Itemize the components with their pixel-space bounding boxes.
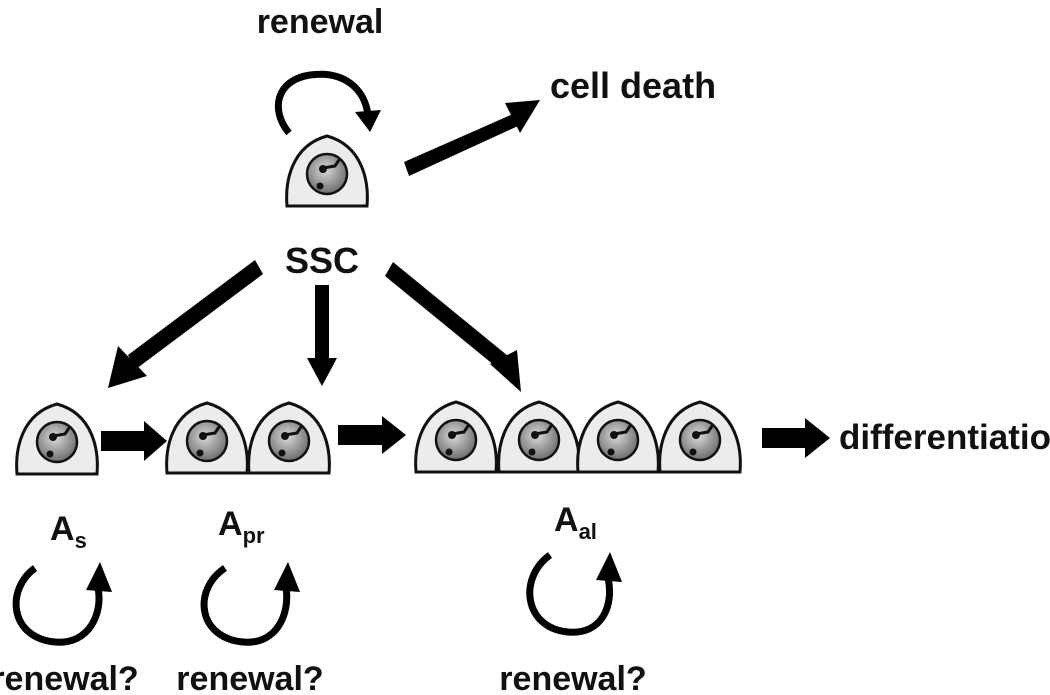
as-label-main: A [50,510,75,548]
aal-label-sub: al [579,519,597,544]
arrow-ssc-to-apr [307,285,337,386]
arrow-ssc-to-as [108,260,263,388]
top-renewal-label: renewal [257,3,384,41]
aal-cell-3 [576,400,660,474]
aal-cell-4 [658,400,742,474]
as-renewal-question: renewal? [0,660,139,695]
arrow-to-cell-death [404,100,540,176]
arrow-apr-to-aal [338,416,406,454]
arrow-ssc-to-aal [385,262,521,392]
apr-cell-1 [165,401,249,475]
as-renewal-loop [12,562,112,646]
aal-cell-2 [497,400,581,474]
aal-renewal-loop [526,552,622,636]
aal-label-main: A [554,501,579,539]
as-label: As [50,510,87,553]
apr-label: Apr [218,505,265,548]
apr-label-main: A [218,505,243,543]
arrow-as-to-apr [101,421,167,461]
ssc-label: SSC [285,240,359,281]
differentiation-label: differentiation [839,418,1050,457]
apr-renewal-question: renewal? [176,660,323,695]
aal-cell-1 [414,400,498,474]
apr-label-sub: pr [243,523,265,548]
top-renewal-loop [274,70,381,136]
apr-renewal-loop [200,562,300,646]
as-label-sub: s [75,528,87,553]
cell-death-label: cell death [550,65,716,106]
as-cell [15,402,99,476]
aal-label: Aal [554,501,597,544]
apr-cell-2 [247,401,331,475]
arrow-to-differentiation [762,418,830,458]
ssc-cell [285,134,369,208]
aal-renewal-question: renewal? [499,660,646,695]
